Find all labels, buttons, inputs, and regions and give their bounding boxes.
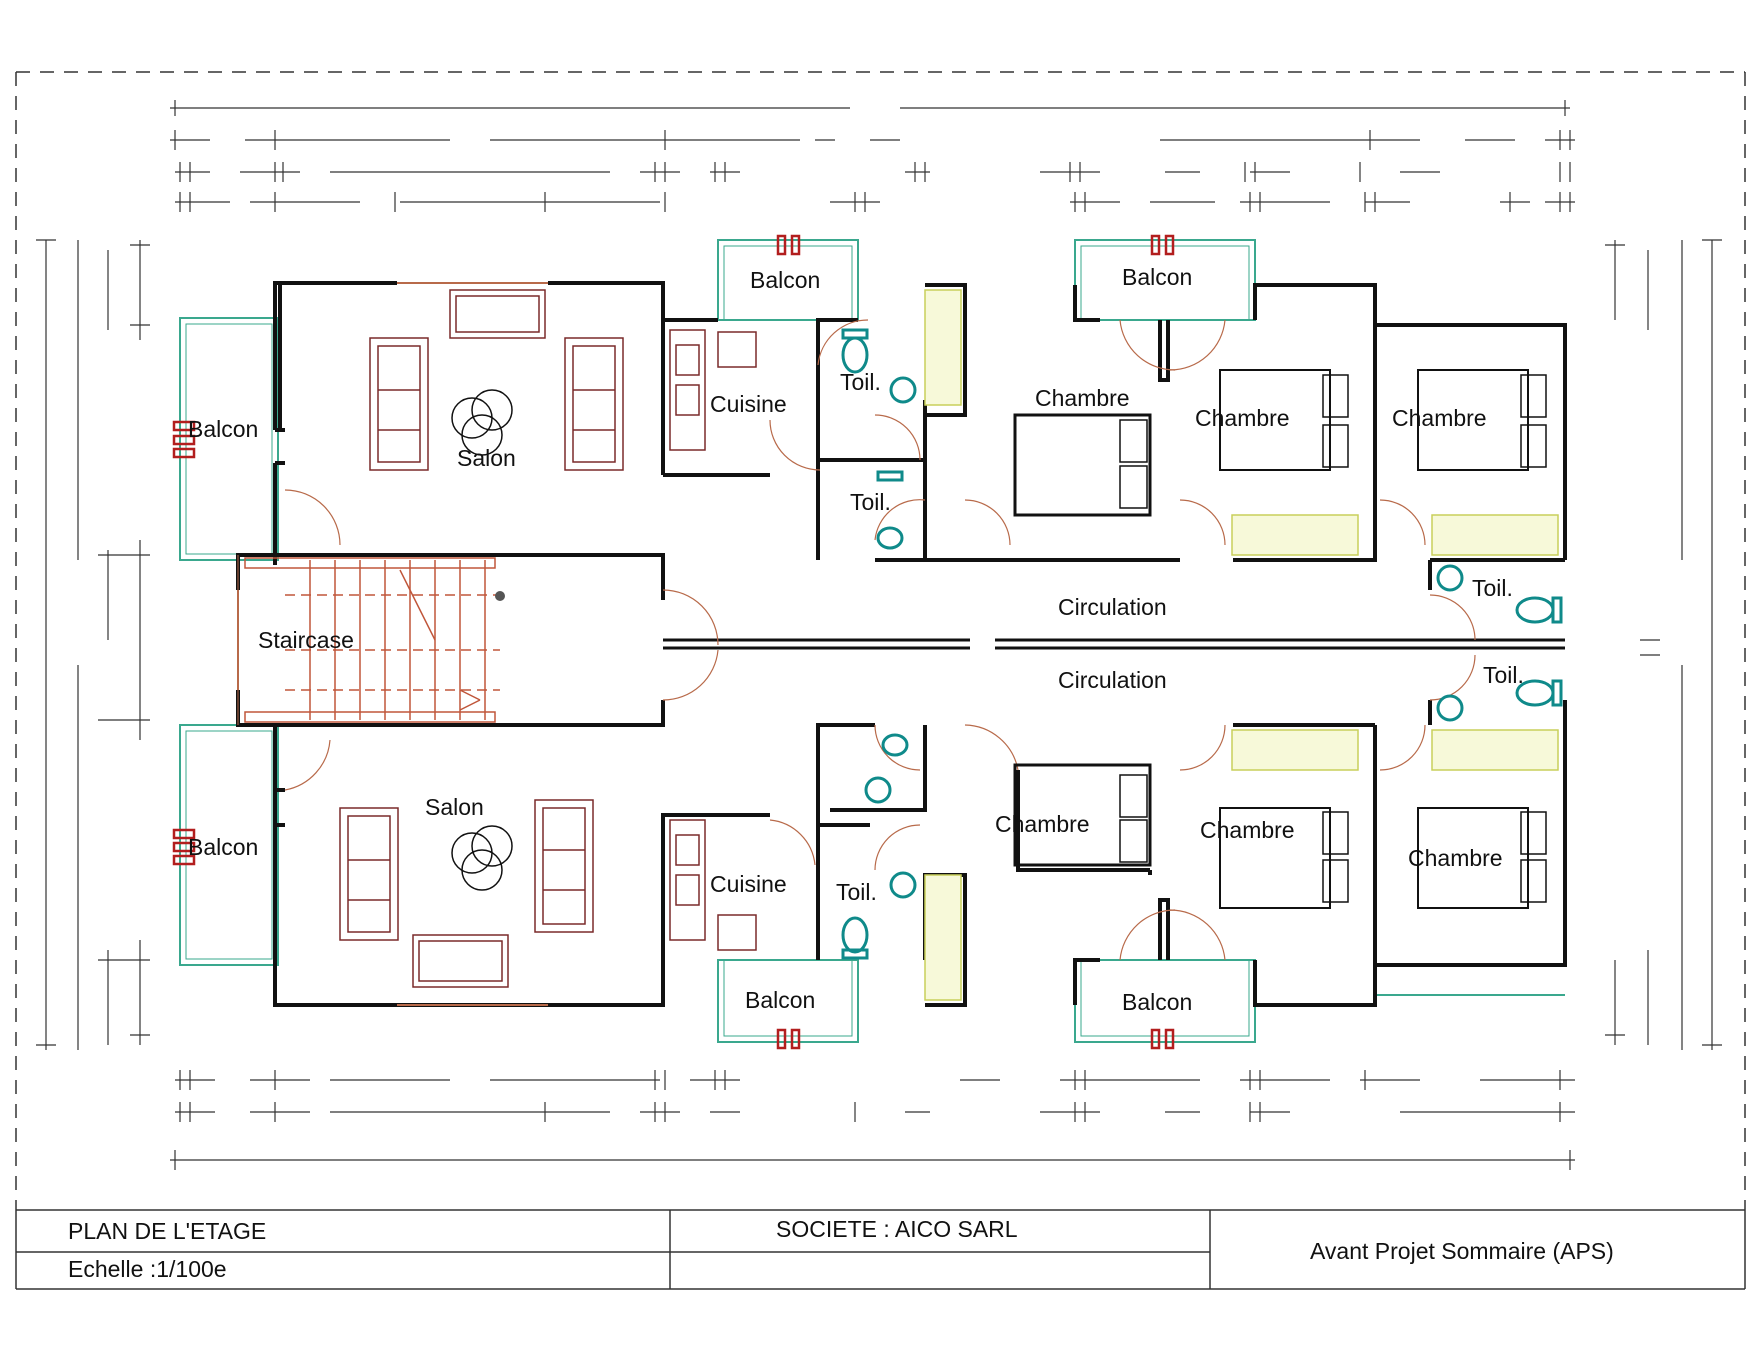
label-chambre-top-3: Chambre [1392,405,1487,431]
label-balcon-top-a: Balcon [750,267,820,293]
label-balcon-left-top: Balcon [188,416,258,442]
label-chambre-top-1: Chambre [1035,385,1130,411]
staircase-newel [495,591,505,601]
doors [237,282,1476,1006]
label-toil-right-top: Toil. [1472,575,1513,601]
staircase-steps [244,557,500,723]
label-salon-bottom: Salon [425,794,484,820]
label-salon-top: Salon [457,445,516,471]
furniture [339,289,757,988]
project-phase: Avant Projet Sommaire (APS) [1310,1238,1614,1264]
dimension-lines-top [170,100,1575,212]
label-cuisine-top: Cuisine [710,391,787,417]
plan-scale: Echelle :1/100e [68,1256,227,1282]
label-chambre-bottom-3: Chambre [1408,845,1503,871]
label-toil-right-bottom: Toil. [1483,662,1524,688]
label-balcon-left-bottom: Balcon [188,834,258,860]
label-balcon-bottom-b: Balcon [1122,989,1192,1015]
label-toil-top-b: Toil. [850,489,891,515]
label-balcon-bottom-a: Balcon [745,987,815,1013]
round-tables [451,389,513,891]
label-chambre-bottom-2: Chambre [1200,817,1295,843]
beds [1013,369,1547,909]
label-circulation-top: Circulation [1058,594,1167,620]
drawing-frame [15,71,1746,1210]
title-block [15,1209,1746,1290]
dimension-lines-sides [36,239,1722,1050]
sanitary-fixtures [841,328,1563,960]
label-chambre-top-2: Chambre [1195,405,1290,431]
dimension-lines-bottom [170,1070,1575,1170]
walls [236,281,1567,1007]
label-toil-top-a: Toil. [840,369,881,395]
company-name: SOCIETE : AICO SARL [776,1216,1018,1242]
wardrobes [924,289,1559,1001]
label-balcon-top-b: Balcon [1122,264,1192,290]
label-staircase: Staircase [258,627,354,653]
plan-title: PLAN DE L'ETAGE [68,1218,266,1244]
railing-markers [172,234,1175,1050]
label-chambre-bottom-1: Chambre [995,811,1090,837]
label-cuisine-bottom: Cuisine [710,871,787,897]
label-circulation-bottom: Circulation [1058,667,1167,693]
label-toil-bottom: Toil. [836,879,877,905]
room-labels: Balcon Salon Cuisine Balcon Toil. Toil. … [188,264,1524,1015]
